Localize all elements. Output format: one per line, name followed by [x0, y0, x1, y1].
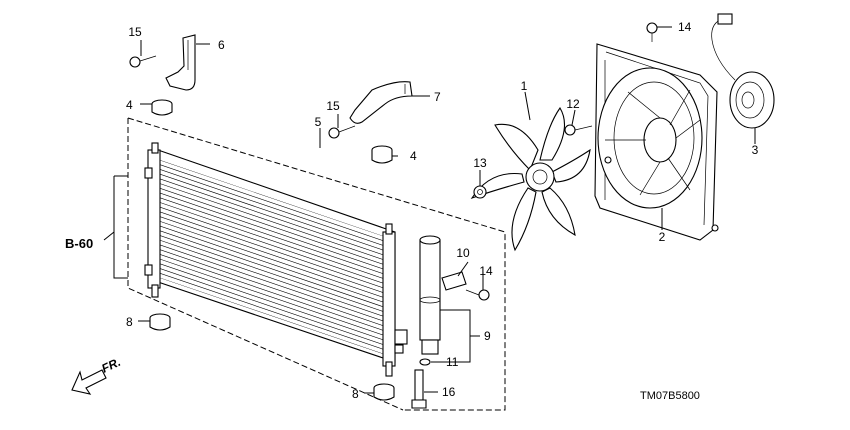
upper-bracket [165, 34, 196, 91]
callout-5: 5 [315, 115, 322, 129]
callout-6: 6 [218, 38, 225, 52]
lower-cushion-left [149, 313, 171, 331]
leader-lines [103, 26, 756, 394]
callout-2: 2 [659, 230, 666, 244]
callout-1: 1 [521, 79, 528, 93]
bolt-14-dryer [465, 289, 490, 301]
callout-15-upper: 15 [128, 25, 142, 39]
callout-8-right: 8 [352, 387, 359, 401]
receiver-dryer [419, 235, 441, 355]
callout-4-upper: 4 [126, 98, 133, 112]
callout-9: 9 [484, 329, 491, 343]
assembly-outline [127, 117, 506, 411]
fan-motor [711, 13, 775, 129]
callout-4-side: 4 [410, 149, 417, 163]
front-arrow [71, 369, 107, 395]
front-label: FR. [99, 355, 122, 376]
callout-14-shroud: 14 [678, 20, 692, 34]
plug-bolt-16 [411, 369, 427, 409]
callout-3: 3 [752, 143, 759, 157]
side-bracket [349, 81, 413, 124]
callout-12: 12 [566, 97, 580, 111]
condenser [144, 142, 408, 377]
callout-8-left: 8 [126, 315, 133, 329]
callout-14-dryer: 14 [479, 264, 493, 278]
callout-16: 16 [442, 385, 456, 399]
nut-13 [473, 185, 487, 199]
bolt-14-shroud [646, 22, 658, 42]
side-cushion [371, 145, 393, 164]
lower-cushion-right [373, 383, 395, 401]
dryer-bracket [441, 271, 467, 291]
bolt-15-upper [129, 55, 157, 68]
bolt-12 [564, 124, 593, 136]
condenser-fins [160, 160, 395, 358]
o-ring-11 [419, 358, 431, 366]
drawing-code: TM07B5800 [640, 390, 700, 402]
upper-cushion [151, 99, 173, 116]
callout-7: 7 [434, 90, 441, 104]
fan-shroud [594, 43, 719, 241]
bolt-15-side [328, 125, 356, 139]
callout-11: 11 [446, 355, 459, 369]
callout-10: 10 [456, 246, 470, 260]
callout-labels: 15 6 4 5 7 15 4 1 12 13 14 3 2 10 14 9 1… [65, 20, 759, 402]
reference-label: B-60 [65, 236, 93, 251]
callout-15-side: 15 [326, 99, 340, 113]
callout-13: 13 [473, 156, 487, 170]
